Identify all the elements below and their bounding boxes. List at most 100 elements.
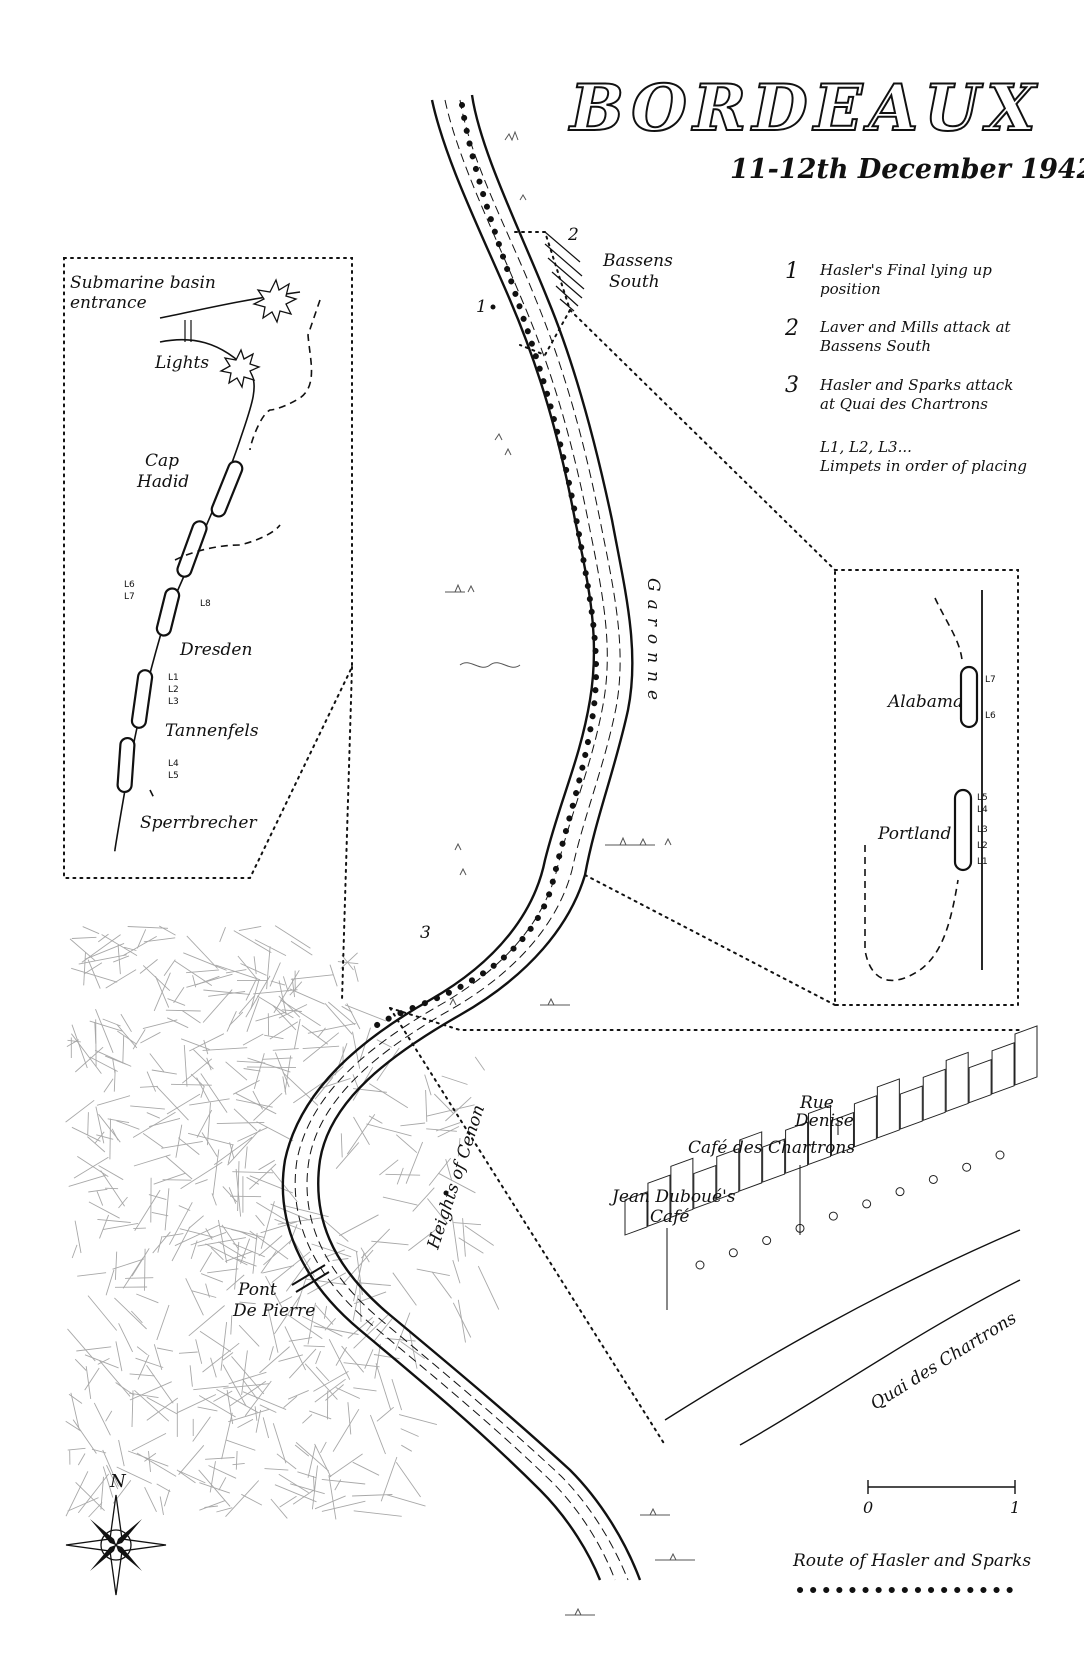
street-line — [186, 973, 233, 988]
street-line — [165, 1009, 201, 1012]
street-line — [424, 1074, 432, 1096]
tree-icon — [762, 1236, 772, 1246]
street-line — [71, 936, 97, 939]
street-line — [153, 1172, 186, 1185]
street-line — [71, 1024, 88, 1069]
street-line — [385, 1173, 421, 1176]
street-line — [253, 989, 298, 995]
street-line — [188, 1305, 225, 1337]
street-line — [323, 1305, 328, 1319]
street-line — [369, 1083, 409, 1109]
tree-icon — [895, 1187, 905, 1197]
street-line — [187, 1132, 234, 1146]
street-line — [262, 1417, 270, 1439]
street-line — [285, 1257, 311, 1292]
street-line — [344, 1004, 387, 1022]
limpet-l4: L4 — [168, 759, 179, 769]
street-line — [129, 1392, 159, 1399]
marker-1: 1 — [476, 297, 487, 317]
street-line — [311, 1243, 352, 1258]
street-line — [84, 1354, 119, 1369]
building-outline — [899, 1085, 923, 1130]
street-line — [99, 1214, 110, 1239]
street-line — [203, 989, 250, 995]
street-line — [270, 1203, 310, 1221]
building-outline — [762, 1138, 786, 1183]
street-line — [123, 946, 137, 951]
street-line — [115, 1382, 135, 1396]
street-line — [208, 1465, 237, 1479]
street-line — [88, 1188, 108, 1193]
street-line — [197, 1406, 218, 1412]
street-line — [335, 1387, 360, 1399]
street-line — [129, 1381, 172, 1401]
street-line — [262, 1265, 295, 1274]
quai-buildings-drawing — [624, 1025, 1038, 1270]
street-line — [311, 1465, 318, 1510]
legend-text-3b: at Quai des Chartrons — [820, 395, 988, 413]
street-line — [183, 1044, 188, 1087]
street-line — [199, 1499, 226, 1511]
street-line — [347, 1317, 373, 1339]
street-line — [98, 933, 109, 943]
street-line — [175, 1124, 183, 1158]
street-line — [376, 1406, 394, 1422]
street-line — [385, 1337, 416, 1342]
street-line — [264, 1468, 289, 1471]
street-line — [163, 1489, 171, 1507]
legend-text-2b: Bassens South — [819, 337, 931, 355]
street-line — [353, 1253, 365, 1302]
street-line — [102, 1222, 139, 1231]
street-line — [67, 1497, 99, 1512]
street-line — [237, 955, 258, 980]
street-line — [135, 1357, 164, 1368]
building-outline — [624, 1191, 648, 1236]
street-line — [136, 1452, 177, 1477]
street-line — [243, 1068, 261, 1072]
street-line — [324, 1249, 345, 1258]
limpet-l6: L6 — [124, 580, 135, 590]
street-line — [396, 1167, 404, 1185]
street-line — [226, 1274, 245, 1291]
street-line — [205, 1457, 235, 1460]
street-line — [146, 1365, 174, 1404]
street-line — [313, 1371, 349, 1392]
street-line — [258, 1235, 283, 1257]
street-line — [272, 1048, 299, 1051]
street-line — [253, 956, 257, 975]
limpet-r-l7: L7 — [985, 675, 996, 685]
street-line — [209, 1461, 216, 1493]
street-line — [105, 1269, 115, 1296]
street-line — [179, 1470, 206, 1484]
street-line — [307, 1444, 316, 1478]
street-line — [218, 1241, 246, 1259]
street-line — [105, 1410, 113, 1422]
street-line — [100, 1476, 104, 1510]
street-line — [382, 1196, 418, 1206]
street-line — [233, 930, 272, 953]
street-line — [88, 1201, 120, 1219]
street-line — [207, 1268, 239, 1274]
street-line — [328, 1453, 363, 1478]
street-line — [321, 1478, 366, 1485]
street-line — [228, 1408, 270, 1423]
garonne-river — [281, 94, 642, 1581]
street-line — [139, 1085, 158, 1088]
street-line — [87, 1295, 118, 1331]
street-line — [71, 1244, 78, 1259]
street-line — [426, 1128, 457, 1132]
street-line — [401, 1444, 413, 1452]
limpet-l3: L3 — [168, 697, 179, 707]
street-line — [221, 1412, 233, 1460]
street-line — [103, 1078, 114, 1093]
label-bassens: Bassens — [602, 251, 673, 271]
street-line — [259, 1404, 277, 1413]
tree-icon — [695, 1260, 705, 1270]
street-line — [302, 1414, 313, 1424]
street-line — [314, 1077, 334, 1100]
street-line — [129, 1373, 155, 1377]
label-quai: Quai des Chartrons — [867, 1308, 1020, 1414]
street-line — [249, 1175, 293, 1194]
tree-icon — [962, 1162, 972, 1172]
street-line — [258, 1159, 275, 1171]
